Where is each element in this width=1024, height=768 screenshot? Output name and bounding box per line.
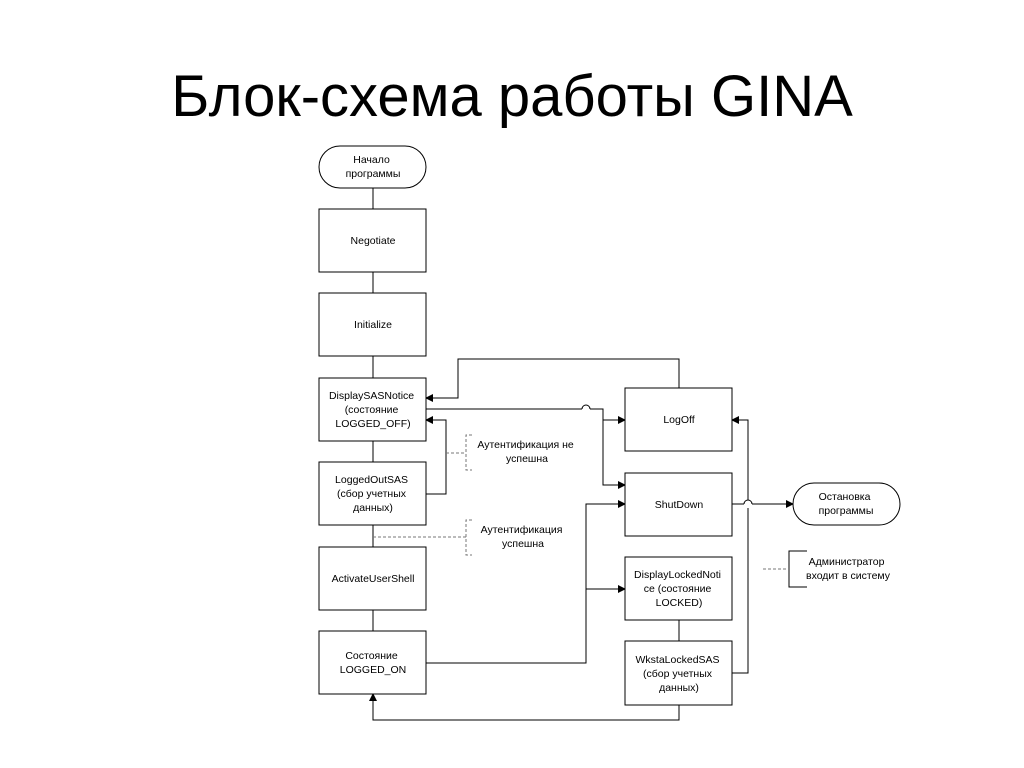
edge-wksta-to-logoff: [731, 416, 749, 674]
loggedon-state-box: [318, 630, 427, 695]
start-terminator: [318, 145, 427, 189]
edge-logoff-to-displaysas: [425, 358, 680, 402]
loggedoutsas-label: LoggedOutSAS (сбор учетных данных): [335, 474, 411, 514]
start-label: Начало программы: [346, 154, 401, 180]
line-jumps: [582, 405, 752, 508]
activateusershell-label: ActivateUserShell: [332, 573, 415, 585]
shapes: [318, 145, 901, 706]
logoff-label: LogOff: [663, 414, 694, 426]
auth-failed-note: Аутентификация не успешна: [477, 439, 576, 465]
initialize-label: Initialize: [354, 319, 392, 331]
edge-wksta-to-loggedon: [369, 693, 680, 721]
negotiate-label: Negotiate: [351, 235, 396, 247]
initialize-box: [318, 292, 427, 357]
loggedon-state-label: Состояние LOGGED_ON: [340, 650, 407, 676]
line-jump-arc: [581, 404, 591, 410]
activateusershell-box: [318, 546, 427, 611]
edge-loggedout-fail-to-displaysas: [425, 416, 447, 495]
negotiate-box: [318, 208, 427, 273]
edge-displaysas-to-logoff: [426, 408, 626, 424]
bracket-auth-failed: [465, 434, 472, 471]
connectors: [369, 188, 794, 721]
slide-title: Блок-схема работы GINA: [171, 64, 853, 129]
logoff-box: [624, 387, 733, 452]
stop-terminator: [792, 482, 901, 526]
shutdown-box: [624, 472, 733, 537]
displaysasnotice-box: [318, 377, 427, 442]
shutdown-label: ShutDown: [655, 499, 704, 511]
bracket-auth-success: [465, 519, 472, 556]
annotation-labels: Аутентификация не успешна Аутентификация…: [477, 439, 890, 582]
wkstalockedsas-box: [624, 640, 733, 706]
displaysasnotice-label: DisplaySASNotice (состояние LOGGED_OFF): [329, 390, 417, 430]
auth-success-note: Аутентификация успешна: [481, 524, 566, 550]
node-labels: Начало программы Negotiate Initialize Di…: [329, 154, 873, 694]
admin-login-note: Администратор входит в систему: [806, 556, 891, 582]
bracket-admin: [788, 550, 807, 588]
wkstalockedsas-label: WkstaLockedSAS (сбор учетных данных): [636, 654, 723, 694]
edge-displaysas-to-shutdown: [602, 420, 626, 489]
loggedoutsas-box: [318, 461, 427, 526]
displaylockednotice-box: [624, 556, 733, 621]
edge-loggedon-to-branches: [426, 500, 626, 664]
annotation-leaders: [373, 434, 787, 570]
line-jump-arc: [743, 499, 753, 505]
stop-label: Остановка программы: [819, 491, 874, 517]
displaylockednotice-label: DisplayLockedNoti ce (состояние LOCKED): [634, 569, 724, 609]
